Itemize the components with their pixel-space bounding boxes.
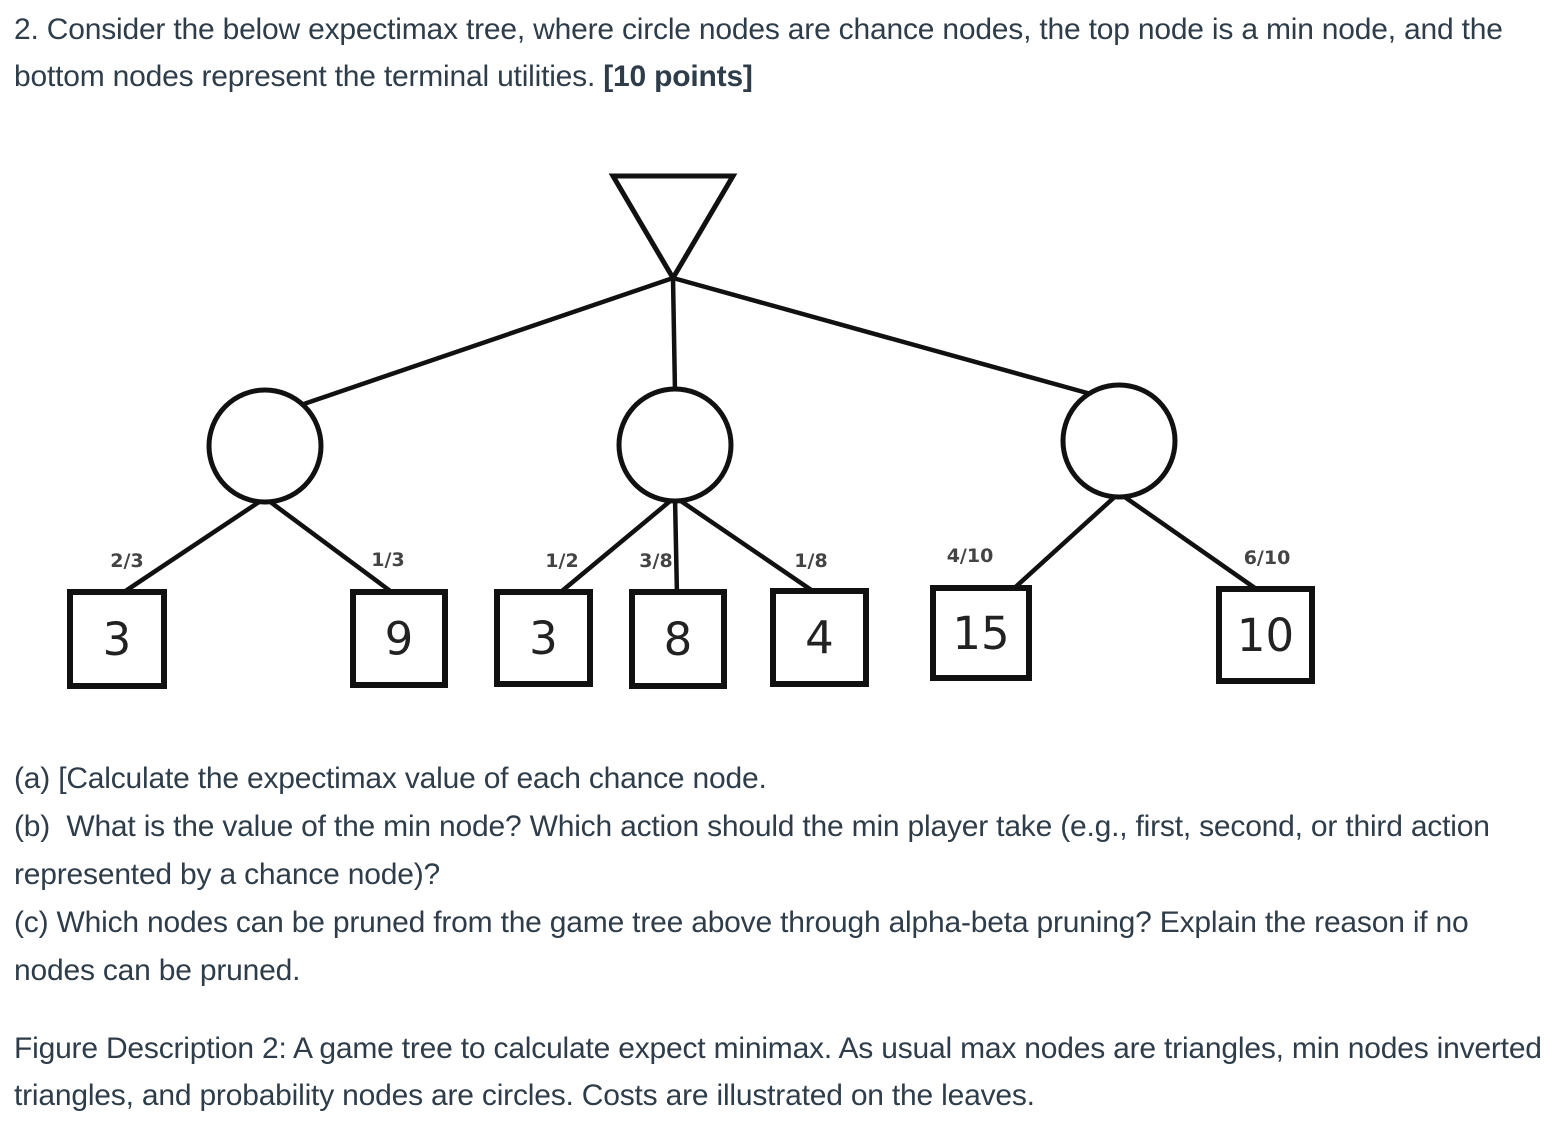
root-to-chance-edge xyxy=(670,277,678,393)
terminal-utility-value: 4 xyxy=(805,612,834,665)
problem-points-badge: [10 points] xyxy=(603,60,753,93)
root-to-chance-edge xyxy=(672,275,1099,399)
question-list: (a) [Calculate the expectimax value of e… xyxy=(14,755,1548,995)
terminal-utility-value: 3 xyxy=(529,612,558,665)
edge-probability-label: 1/3 xyxy=(371,549,404,571)
figure-description: Figure Description 2: A game tree to cal… xyxy=(14,1032,1542,1112)
terminal-utility-box xyxy=(494,589,593,687)
terminal-utility-box xyxy=(67,589,167,689)
edge-probability-label: 2/3 xyxy=(110,550,143,572)
terminal-utility-value: 15 xyxy=(952,607,1009,660)
expectimax-tree-figure: 3 2/3 9 1/3 3 1/2 8 3/8 4 1/8 15 4/10 10 6/10 xyxy=(67,173,1315,689)
question-a: (a) [Calculate the expectimax value of e… xyxy=(14,762,767,795)
edge-probability-label: 6/10 xyxy=(1244,547,1291,569)
chance-to-leaf-edge xyxy=(116,496,267,598)
terminal-utility-box xyxy=(1216,586,1315,684)
chance-to-leaf-edge xyxy=(263,496,399,598)
terminal-utility-value: 9 xyxy=(385,613,414,666)
chance-node-circle xyxy=(616,386,734,504)
question-b: (b) What is the value of the min node? W… xyxy=(14,810,1498,891)
terminal-utility-box xyxy=(930,585,1032,681)
question-c: (c) Which nodes can be pruned from the g… xyxy=(14,906,1477,987)
chance-node-circle xyxy=(1060,382,1178,500)
chance-to-leaf-edge xyxy=(1117,491,1264,595)
problem-statement: 2. Consider the below expectimax tree, w… xyxy=(14,6,1548,100)
chance-to-leaf-edge xyxy=(554,495,677,598)
terminal-utility-value: 10 xyxy=(1237,609,1294,662)
chance-to-leaf-edge xyxy=(1008,491,1121,594)
edge-probability-label: 1/8 xyxy=(794,550,827,572)
chance-to-leaf-edge xyxy=(673,495,822,598)
chance-to-leaf-edge xyxy=(672,496,680,597)
terminal-utility-box xyxy=(629,589,727,689)
min-node-triangle xyxy=(608,173,738,283)
edge-probability-label: 1/2 xyxy=(545,550,578,572)
terminal-utility-value: 8 xyxy=(664,613,693,666)
terminal-utility-box xyxy=(770,588,869,687)
terminal-utility-value: 3 xyxy=(103,613,132,666)
edge-probability-label: 3/8 xyxy=(639,550,672,572)
root-to-chance-edge xyxy=(294,275,674,410)
edge-probability-label: 4/10 xyxy=(947,545,994,567)
chance-node-circle xyxy=(206,387,324,505)
problem-text: 2. Consider the below expectimax tree, w… xyxy=(14,13,1503,93)
terminal-utility-box xyxy=(350,589,448,688)
